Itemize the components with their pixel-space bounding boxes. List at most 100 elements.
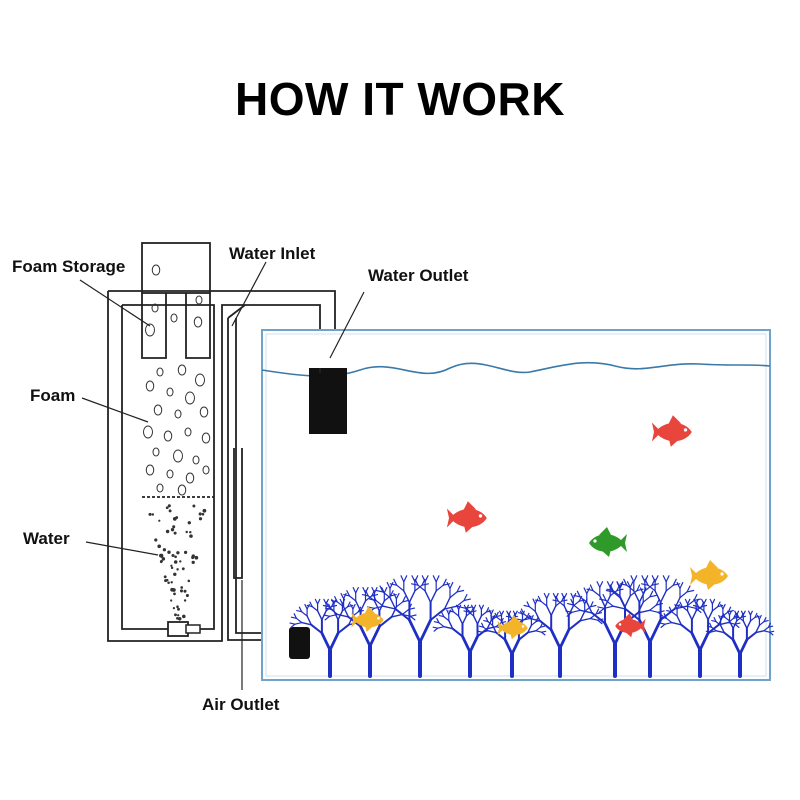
coral-branch <box>527 624 533 634</box>
coral-branch <box>491 624 497 634</box>
coral-branch <box>692 604 700 608</box>
coral-branch <box>660 616 668 619</box>
coral-branch <box>755 630 765 634</box>
water-bubble <box>191 554 195 558</box>
coral-branch <box>368 625 381 648</box>
coral-branch <box>390 593 397 597</box>
coral-branch <box>324 615 331 621</box>
coral-branch <box>448 610 455 613</box>
coral-branch <box>567 619 582 631</box>
water-bubble <box>178 617 182 621</box>
coral-branch <box>463 610 470 613</box>
coral-branch <box>468 635 479 654</box>
coral-branch <box>697 605 705 612</box>
foam-bubble <box>166 387 174 397</box>
coral-branch <box>664 621 673 625</box>
leader-water-inlet <box>231 261 267 327</box>
water-bubble <box>167 550 171 554</box>
coral-branch <box>424 575 429 583</box>
leader-foam <box>81 397 149 423</box>
coral-branch <box>409 615 416 621</box>
coral-branch <box>487 630 497 634</box>
label-water: Water <box>23 529 70 548</box>
coral-branch <box>676 604 683 608</box>
coral-branch <box>523 613 531 620</box>
coral-branch <box>599 581 604 588</box>
coral-branch <box>546 605 552 616</box>
filter-housing-outer <box>107 290 336 642</box>
water-bubble <box>162 548 167 552</box>
coral-branch <box>448 619 454 630</box>
coral-branch <box>668 606 673 613</box>
coral-branch <box>673 596 681 610</box>
label-air-outlet: Air Outlet <box>202 695 280 714</box>
label-water-inlet: Water Inlet <box>229 244 316 263</box>
coral <box>565 581 665 678</box>
coral-branch <box>488 609 492 615</box>
coral-branch <box>603 621 617 646</box>
coral-branch <box>322 604 329 608</box>
coral-branch <box>684 598 689 605</box>
coral-branch <box>579 617 591 622</box>
coral-branch <box>463 593 468 602</box>
coral-branch <box>443 605 458 610</box>
air-tube <box>233 448 243 579</box>
foam-bubble <box>177 364 187 376</box>
coral-branch <box>421 575 426 583</box>
coral-branch <box>463 598 471 602</box>
coral-branch <box>583 587 588 595</box>
fish <box>615 613 646 638</box>
coral-branch <box>703 598 707 605</box>
coral-branch <box>763 630 771 633</box>
foam-bubble <box>145 380 155 392</box>
coral-branch <box>452 611 460 617</box>
coral-branch <box>695 601 700 608</box>
coral-branch <box>417 584 426 592</box>
coral-branch <box>408 590 416 603</box>
foam-bubble <box>195 373 205 387</box>
coral-branch <box>527 630 537 634</box>
coral-branch <box>626 581 631 588</box>
coral-branch <box>535 630 543 633</box>
water-bubble <box>183 599 187 602</box>
water-bubble <box>165 529 170 534</box>
coral-branch <box>371 586 376 594</box>
coral-branch <box>456 605 467 609</box>
coral-branch <box>465 607 470 613</box>
coral-branch <box>443 615 450 622</box>
coral-branch <box>738 616 744 622</box>
coral-branch <box>328 631 340 652</box>
coral-branch <box>589 601 594 608</box>
coral-branch <box>589 604 597 608</box>
coral-branch <box>330 608 339 616</box>
coral-branch <box>301 611 308 617</box>
water-bubble <box>170 581 173 584</box>
coral-branch <box>289 622 296 625</box>
coral-branch <box>446 609 450 615</box>
foam-bubble <box>174 409 182 419</box>
coral-branch <box>662 575 667 583</box>
coral-branch <box>496 616 503 622</box>
coral-branch <box>671 621 682 626</box>
coral-branch <box>485 607 490 613</box>
coral-branch <box>686 585 691 593</box>
coral-branch <box>432 626 439 629</box>
coral-branch <box>612 589 621 597</box>
water-bubble <box>177 614 180 617</box>
water-bubble <box>170 564 173 567</box>
coral-branch <box>537 595 542 602</box>
coral-branch <box>293 613 297 619</box>
water-bubble <box>179 589 184 593</box>
water-bubble <box>198 512 202 516</box>
coral-branch <box>665 575 670 583</box>
foam-bubble <box>163 430 173 442</box>
coral-branch <box>715 630 725 634</box>
coral-branch <box>311 605 319 612</box>
coral-branch <box>477 630 483 633</box>
water-bubble <box>167 504 171 508</box>
coral-branch <box>402 595 406 603</box>
coral-branch <box>520 608 525 615</box>
coral-branch <box>362 586 367 594</box>
fish <box>446 501 487 533</box>
foam-bubble <box>202 465 210 475</box>
